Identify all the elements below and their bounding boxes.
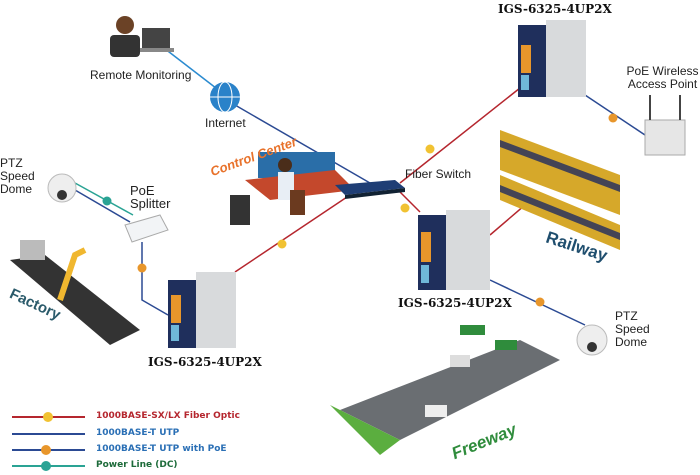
laptop-user-icon	[110, 16, 174, 57]
igs-switch-top	[518, 20, 586, 97]
fiber-switch-label: Fiber Switch	[405, 167, 472, 181]
ptz-left-label: PTZ Speed Dome	[0, 156, 35, 196]
legend-dc-line	[12, 461, 85, 471]
fiber-badge	[277, 239, 287, 249]
poe-badge	[535, 297, 545, 307]
factory-illustration	[10, 240, 140, 345]
link-poe-splitter	[141, 242, 169, 316]
legend-poe-label: 1000BASE-T UTP with PoE	[96, 444, 227, 454]
fiber-badge	[425, 144, 435, 154]
legend-utp-label: 1000BASE-T UTP	[96, 428, 180, 438]
railway-illustration	[500, 130, 620, 250]
ptz-camera-right	[576, 324, 608, 356]
link-fiber-mid	[399, 191, 421, 213]
link-internet-switch	[234, 104, 371, 184]
poe-badge	[137, 263, 147, 273]
ptz-right-label: PTZ Speed Dome	[615, 309, 650, 349]
switch-top-label: IGS-6325-4UP2X	[498, 2, 612, 16]
freeway-illustration	[330, 325, 560, 455]
fiber-switch-icon	[335, 180, 405, 199]
splitter-label: PoE Splitter	[130, 183, 171, 211]
link-utp-ptz-splitter	[74, 189, 131, 223]
link-fiber-left	[234, 194, 351, 273]
fiber-badge	[400, 203, 410, 213]
switch-mid-label: IGS-6325-4UP2X	[398, 296, 512, 310]
link-fiber-top	[399, 87, 521, 184]
internet-label: Internet	[205, 116, 246, 130]
wireless-ap-icon	[644, 95, 686, 156]
legend-fiber-line	[12, 412, 85, 422]
switch-left-label: IGS-6325-4UP2X	[148, 355, 262, 369]
poe-splitter-icon	[124, 214, 169, 243]
dc-badge	[102, 196, 112, 206]
remote-monitoring-label: Remote Monitoring	[90, 68, 192, 82]
internet-globe-icon	[210, 81, 240, 113]
legend-poe-line	[12, 445, 85, 455]
control-center-icon	[230, 152, 355, 225]
legend-dc-label: Power Line (DC)	[96, 460, 178, 470]
igs-switch-mid	[418, 210, 490, 290]
igs-switch-left	[168, 272, 236, 348]
legend-fiber-label: 1000BASE-SX/LX Fiber Optic	[96, 411, 240, 421]
poe-badge	[608, 113, 618, 123]
ap-label: PoE Wireless Access Point	[626, 64, 699, 91]
link-fiber-railway	[489, 204, 526, 236]
ptz-camera-left	[47, 173, 77, 203]
